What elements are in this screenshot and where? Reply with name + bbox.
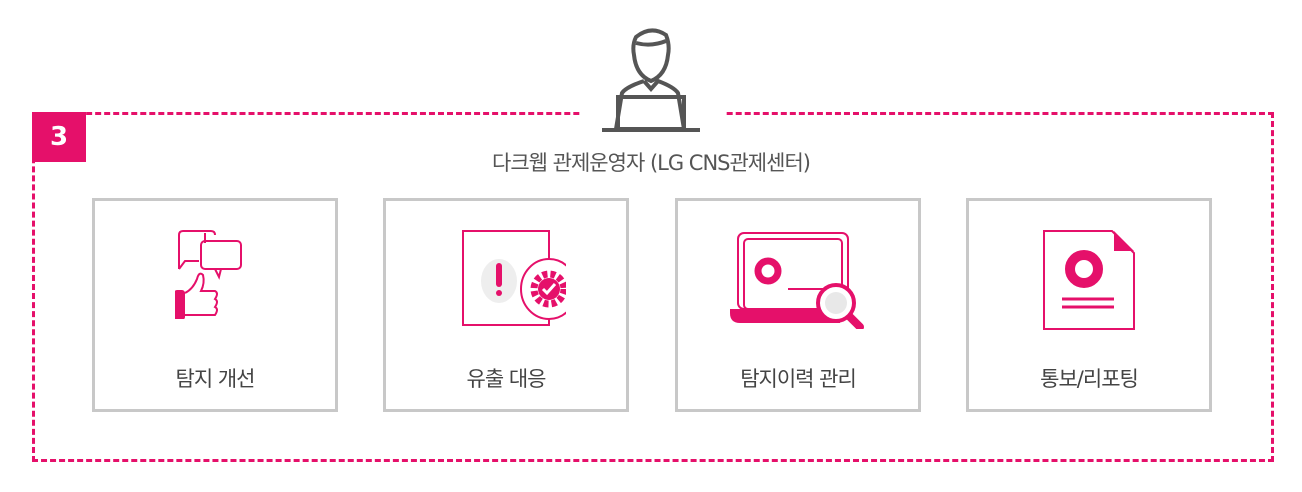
chat-thumbs-up-icon [175, 230, 242, 319]
card-label: 탐지 개선 [175, 367, 256, 391]
card-leak-response: 유출 대응 [383, 198, 629, 412]
report-chart-icon [1043, 230, 1135, 330]
frame-gap [580, 100, 725, 130]
operator-title: 다크웹 관제운영자 (LG CNS관제센터) [492, 151, 811, 175]
card-detection-improvement: 탐지 개선 [92, 198, 338, 412]
card-label: 통보/리포팅 [1040, 367, 1139, 391]
operator-person-icon [602, 28, 700, 132]
laptop-search-icon [730, 232, 864, 329]
card-label: 탐지이력 관리 [740, 367, 857, 391]
card-notification-reporting: 통보/리포팅 [966, 198, 1212, 412]
alert-gear-icon [462, 230, 566, 326]
card-detection-history: 탐지이력 관리 [675, 198, 921, 412]
step-badge: 3 [32, 112, 86, 162]
card-label: 유출 대응 [466, 367, 547, 391]
